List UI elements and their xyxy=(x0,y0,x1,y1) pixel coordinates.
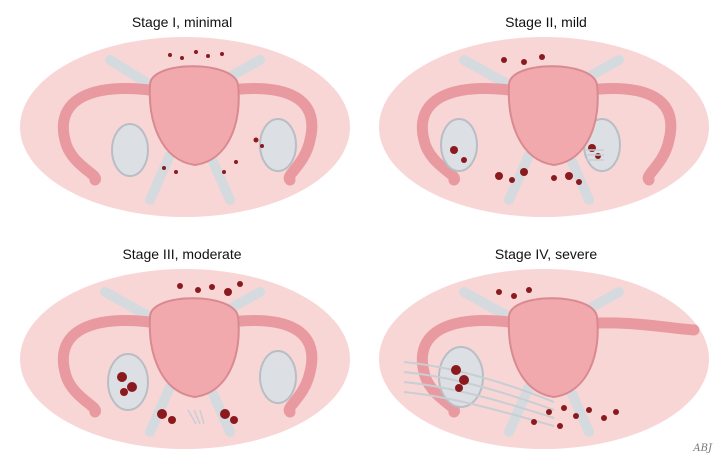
stage-3-panel: Stage III, moderate xyxy=(0,232,364,464)
fallopian-tube-icon xyxy=(416,315,530,418)
ovary-icon xyxy=(440,118,478,172)
uterus-icon xyxy=(507,297,599,399)
fallopian-tube-icon xyxy=(209,315,318,418)
artist-signature: ABJ xyxy=(693,443,712,454)
ovary-icon xyxy=(259,118,297,172)
uterus-icon xyxy=(507,65,599,167)
adhesion-icon xyxy=(586,149,604,161)
stage-title: Stage I, minimal xyxy=(131,14,233,30)
stage-1-illustration xyxy=(20,37,350,217)
fallopian-tube-icon xyxy=(57,83,171,186)
lesion-icon xyxy=(117,281,243,424)
ovary-icon xyxy=(107,353,149,411)
ligaments xyxy=(459,287,624,437)
stage-1-panel: Stage I, minimal xyxy=(0,0,364,232)
stage-4-panel: Stage IV, severe ABJ xyxy=(364,232,728,464)
ligaments xyxy=(105,55,265,205)
fallopian-tube-icon xyxy=(209,83,318,186)
lesion-icon xyxy=(450,54,601,185)
fallopian-tube-icon xyxy=(57,315,171,418)
stage-3-illustration xyxy=(20,269,350,449)
ovary-icon xyxy=(259,350,297,404)
fallopian-tube-icon xyxy=(568,83,677,186)
stage-2-panel: Stage II, mild xyxy=(364,0,728,232)
lesion-icon xyxy=(162,50,264,174)
uterus-icon xyxy=(148,297,240,399)
ovary-icon xyxy=(111,123,149,177)
stage-title: Stage II, mild xyxy=(505,14,587,30)
ligaments xyxy=(100,287,265,437)
lesion-icon xyxy=(451,287,619,429)
ligaments xyxy=(459,55,624,205)
uterus-icon xyxy=(148,65,240,167)
stage-title: Stage IV, severe xyxy=(494,246,598,262)
stage-2-illustration xyxy=(379,37,709,217)
stage-4-illustration xyxy=(379,269,709,449)
fallopian-tube-icon xyxy=(416,83,530,186)
adhesion-icon xyxy=(187,409,205,425)
stage-title: Stage III, moderate xyxy=(122,246,242,262)
